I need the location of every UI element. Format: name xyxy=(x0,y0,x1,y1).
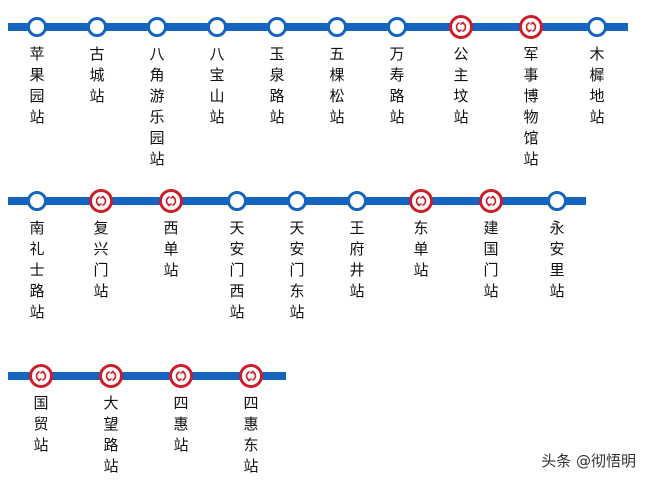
station-name: 八宝山站 xyxy=(209,45,225,126)
station-marker xyxy=(267,17,287,37)
line-segment-row-1 xyxy=(8,23,628,31)
watermark: 头条 @彻悟明 xyxy=(541,452,636,470)
station-name: 天安门西站 xyxy=(229,219,245,321)
transfer-station-marker xyxy=(409,189,433,213)
station-name: 西单站 xyxy=(163,219,179,279)
transfer-station-marker xyxy=(479,189,503,213)
station-name: 公主坟站 xyxy=(453,45,469,126)
transfer-station-marker xyxy=(89,189,113,213)
station-marker xyxy=(347,191,367,211)
station-name: 万寿路站 xyxy=(389,45,405,126)
station-name: 东单站 xyxy=(413,219,429,279)
transfer-station-marker xyxy=(99,364,123,388)
station-name: 建国门站 xyxy=(483,219,499,300)
transfer-station-marker xyxy=(159,189,183,213)
station-name: 木樨地站 xyxy=(589,45,605,126)
station-marker xyxy=(287,191,307,211)
station-name: 四惠东站 xyxy=(243,394,259,475)
transfer-station-marker xyxy=(449,15,473,39)
station-marker xyxy=(207,17,227,37)
station-name: 苹果园站 xyxy=(29,45,45,126)
station-name: 玉泉路站 xyxy=(269,45,285,126)
station-name: 国贸站 xyxy=(33,394,49,454)
transfer-station-marker xyxy=(169,364,193,388)
station-name: 军事博物馆站 xyxy=(523,45,539,168)
station-name: 五棵松站 xyxy=(329,45,345,126)
station-marker xyxy=(87,17,107,37)
transfer-station-marker xyxy=(239,364,263,388)
station-name: 天安门东站 xyxy=(289,219,305,321)
station-name: 古城站 xyxy=(89,45,105,105)
station-marker xyxy=(387,17,407,37)
station-name: 永安里站 xyxy=(549,219,565,300)
station-marker xyxy=(327,17,347,37)
station-name: 王府井站 xyxy=(349,219,365,300)
transfer-station-marker xyxy=(519,15,543,39)
station-marker xyxy=(587,17,607,37)
station-name: 八角游乐园站 xyxy=(149,45,165,168)
station-marker xyxy=(27,191,47,211)
line-segment-row-3 xyxy=(8,372,286,380)
station-marker xyxy=(547,191,567,211)
transfer-station-marker xyxy=(29,364,53,388)
station-name: 四惠站 xyxy=(173,394,189,454)
station-name: 复兴门站 xyxy=(93,219,109,300)
station-marker xyxy=(27,17,47,37)
station-marker xyxy=(227,191,247,211)
station-name: 大望路站 xyxy=(103,394,119,475)
station-marker xyxy=(147,17,167,37)
station-name: 南礼士路站 xyxy=(29,219,45,321)
